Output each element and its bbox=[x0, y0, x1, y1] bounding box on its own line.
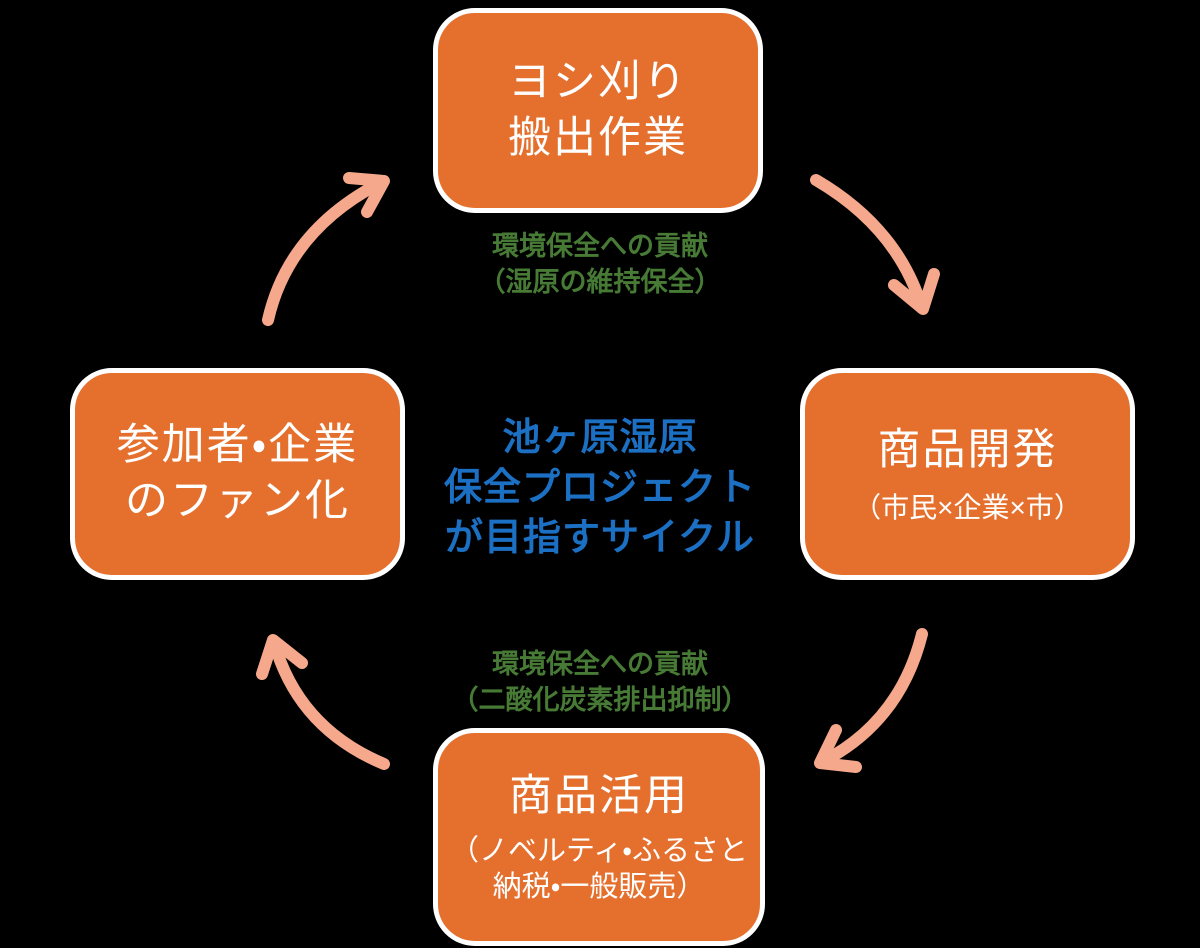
label-contribution-top-line1: 環境保全への貢献 bbox=[492, 231, 708, 261]
node-product-utilization-subtitle-line2: 納税・一般販売） bbox=[492, 870, 706, 903]
label-contribution-bottom: 環境保全への貢献 （二酸化炭素排出抑制） bbox=[0, 646, 1200, 718]
node-reed-harvesting-line2: 搬出作業 bbox=[508, 113, 688, 162]
node-product-development-title: 商品開発 bbox=[877, 425, 1058, 474]
node-fan-conversion: 参加者・企業 のファン化 bbox=[70, 368, 405, 580]
center-title: 池ヶ原湿原 保全プロジェクト が目指すサイクル bbox=[0, 413, 1200, 563]
node-product-utilization-subtitle-line1: （ノベルティ・ふるさと bbox=[449, 834, 749, 867]
node-fan-conversion-line2: のファン化 bbox=[125, 477, 350, 525]
label-contribution-top: 環境保全への貢献 （湿原の維持保全） bbox=[0, 228, 1200, 300]
label-contribution-bottom-line2: （二酸化炭素排出抑制） bbox=[451, 685, 749, 715]
node-product-utilization: 商品活用 （ノベルティ・ふるさと 納税・一般販売） bbox=[433, 728, 765, 946]
center-title-line1: 池ヶ原湿原 bbox=[502, 417, 698, 459]
node-product-development: 商品開発 （市民×企業×市） bbox=[800, 368, 1135, 580]
node-fan-conversion-line1: 参加者・企業 bbox=[116, 421, 359, 470]
center-title-line3: が目指すサイクル bbox=[444, 517, 756, 559]
node-product-development-subtitle: （市民×企業×市） bbox=[853, 492, 1082, 524]
node-reed-harvesting-line1: ヨシ刈り bbox=[508, 57, 688, 106]
label-contribution-top-line2: （湿原の維持保全） bbox=[478, 267, 722, 297]
node-reed-harvesting: ヨシ刈り 搬出作業 bbox=[433, 8, 763, 213]
center-title-line2: 保全プロジェクト bbox=[443, 467, 756, 509]
node-product-utilization-title: 商品活用 bbox=[509, 771, 689, 820]
label-contribution-bottom-line1: 環境保全への貢献 bbox=[492, 649, 708, 679]
